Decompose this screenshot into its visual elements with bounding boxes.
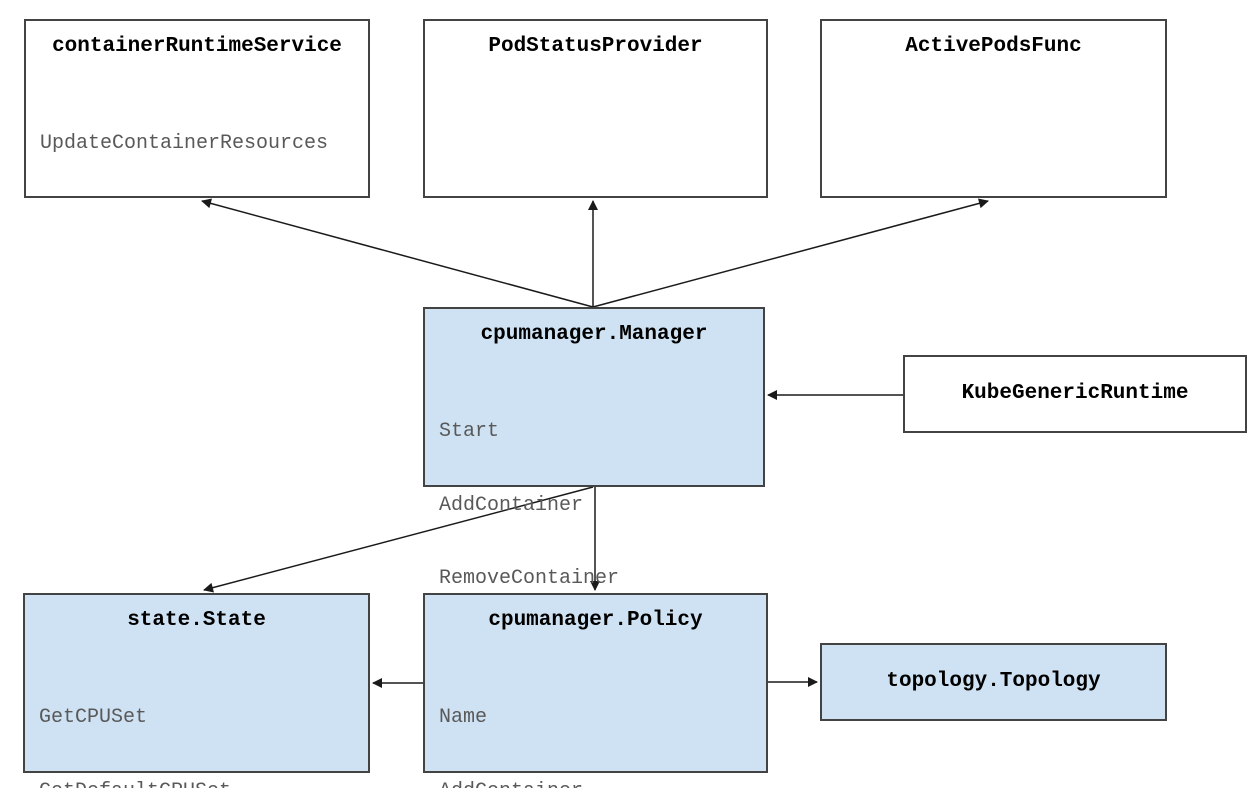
node-title: state.State (127, 609, 266, 632)
node-kube-generic-runtime: KubeGenericRuntime (903, 355, 1247, 433)
method-item: GetCPUSet (39, 706, 148, 729)
edge-manager-to-active-pods-func (592, 198, 989, 308)
node-title: cpumanager.Manager (480, 323, 708, 346)
method-item: Start (439, 420, 500, 443)
node-methods: Name AddContainer RemoveContainer (439, 657, 766, 788)
node-pod-status-provider: PodStatusProvider (423, 19, 768, 198)
node-title: containerRuntimeService (52, 35, 342, 58)
node-title: ActivePodsFunc (905, 35, 1082, 58)
node-cpumanager-manager: cpumanager.Manager Start AddContainer Re… (423, 307, 765, 664)
node-title: cpumanager.Policy (488, 609, 703, 632)
node-title: KubeGenericRuntime (961, 382, 1189, 405)
node-active-pods-func: ActivePodsFunc (820, 19, 1167, 198)
method-item: AddContainer (439, 493, 584, 517)
node-methods: GetCPUSet GetDefaultCPUSet SetCPUSet Set… (39, 657, 368, 788)
node-cpumanager-policy: cpumanager.Policy Name AddContainer Remo… (423, 593, 768, 788)
method-item: RemoveContainer (439, 567, 620, 590)
node-container-runtime-service: containerRuntimeService UpdateContainerR… (24, 19, 370, 198)
method-item: UpdateContainerResources (40, 132, 329, 155)
node-title: topology.Topology (886, 670, 1101, 693)
method-item: Name (439, 706, 488, 729)
method-item: GetDefaultCPUSet (39, 780, 368, 788)
edge-manager-to-container-runtime-service (201, 198, 594, 308)
node-topology-topology: topology.Topology (820, 643, 1167, 721)
method-item: AddContainer (439, 780, 766, 788)
node-methods: UpdateContainerResources (40, 83, 368, 206)
node-title: PodStatusProvider (488, 35, 703, 58)
node-state-state: state.State GetCPUSet GetDefaultCPUSet S… (23, 593, 370, 788)
